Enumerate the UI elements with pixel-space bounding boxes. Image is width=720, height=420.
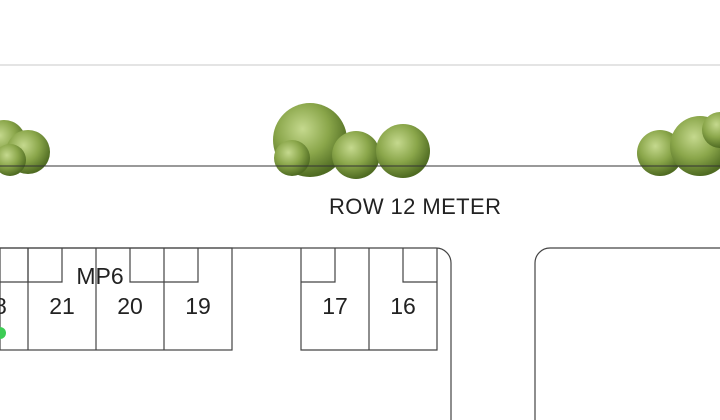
road-label: ROW 12 METER (329, 194, 501, 219)
lot-number[interactable]: 8 (0, 293, 7, 319)
lot-number[interactable]: 19 (185, 293, 211, 319)
lot-number[interactable]: 17 (322, 293, 348, 319)
status-marker[interactable] (0, 327, 6, 339)
tree-cluster-left (0, 120, 50, 176)
lot-number[interactable]: 21 (49, 293, 75, 319)
lot-number[interactable]: 20 (117, 293, 143, 319)
tree-cluster-center (273, 103, 430, 179)
lot-number[interactable]: 16 (390, 293, 416, 319)
block-label: MP6 (76, 263, 123, 289)
block-mp6 (0, 247, 720, 420)
tree-cluster-right (637, 112, 720, 176)
